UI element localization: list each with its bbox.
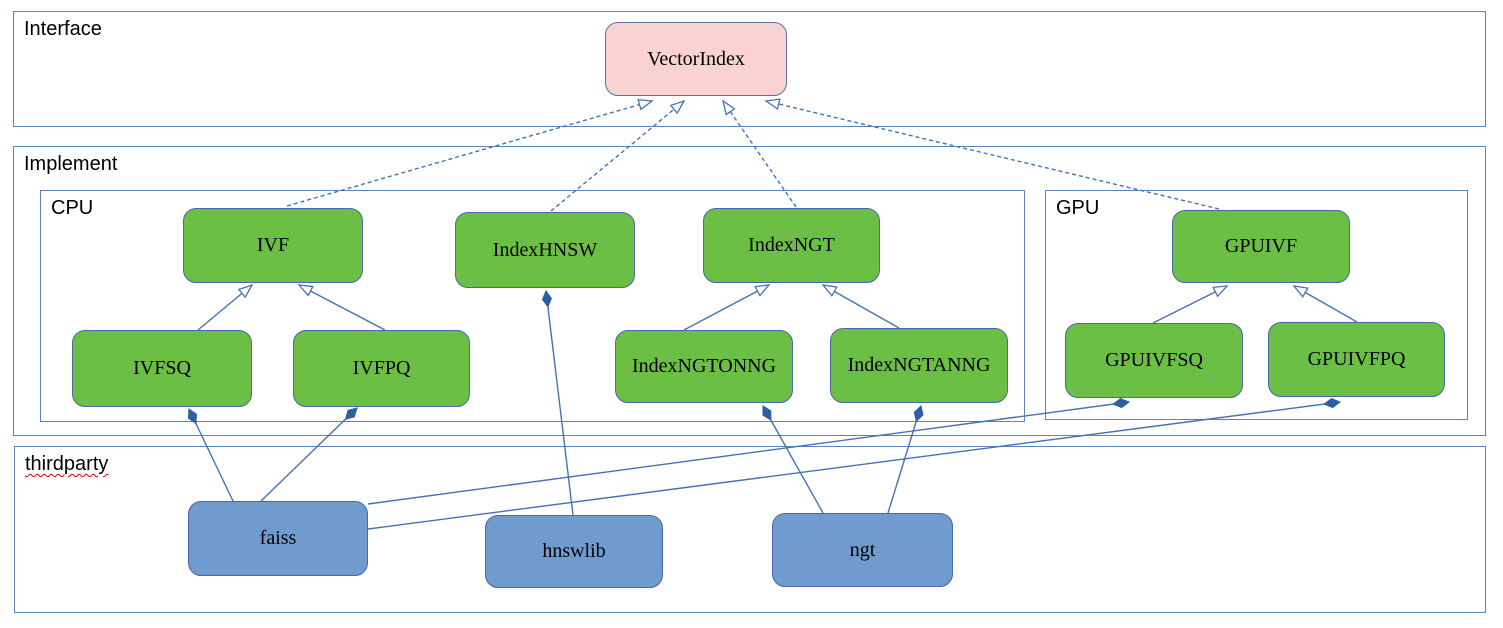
node-indexngt-label: IndexNGT bbox=[748, 234, 835, 256]
node-indexngtonng-label: IndexNGTONNG bbox=[631, 355, 777, 377]
gpu-group-label: GPU bbox=[1056, 197, 1100, 219]
node-ngt-label: ngt bbox=[849, 538, 876, 561]
node-gpuivfpq: GPUIVFPQ bbox=[1268, 322, 1445, 397]
node-indexhnsw: IndexHNSW bbox=[455, 212, 635, 288]
node-vectorindex-label: VectorIndex bbox=[647, 47, 745, 70]
node-faiss: faiss bbox=[188, 501, 368, 576]
cpu-group-label: CPU bbox=[51, 197, 94, 219]
node-ngt: ngt bbox=[772, 513, 953, 587]
node-indexngtonng: IndexNGTONNG bbox=[615, 330, 793, 403]
node-vectorindex: VectorIndex bbox=[605, 22, 787, 96]
node-indexhnsw-label: IndexHNSW bbox=[492, 238, 598, 261]
node-faiss-label: faiss bbox=[259, 527, 297, 549]
interface-group-label: Interface bbox=[24, 18, 102, 40]
node-gpuivfsq: GPUIVFSQ bbox=[1065, 323, 1243, 398]
node-indexngt: IndexNGT bbox=[703, 208, 880, 283]
node-hnswlib: hnswlib bbox=[485, 515, 663, 588]
node-ivf-label: IVF bbox=[256, 234, 290, 256]
node-ivfsq-label: IVFSQ bbox=[133, 357, 191, 379]
node-hnswlib-label: hnswlib bbox=[542, 540, 606, 562]
node-ivf: IVF bbox=[183, 208, 363, 283]
node-gpuivfsq-label: GPUIVFSQ bbox=[1105, 349, 1203, 371]
implement-group-label: Implement bbox=[24, 153, 118, 175]
node-gpuivfpq-label: GPUIVFPQ bbox=[1307, 348, 1406, 370]
node-gpuivf: GPUIVF bbox=[1172, 210, 1350, 283]
thirdparty-group-label: thirdparty bbox=[25, 453, 109, 475]
node-ivfsq: IVFSQ bbox=[72, 330, 252, 407]
node-ivfpq: IVFPQ bbox=[293, 330, 470, 407]
node-indexngtanng: IndexNGTANNG bbox=[830, 328, 1008, 403]
node-indexngtanng-label: IndexNGTANNG bbox=[847, 354, 991, 376]
node-ivfpq-label: IVFPQ bbox=[352, 357, 411, 379]
node-gpuivf-label: GPUIVF bbox=[1224, 235, 1298, 257]
